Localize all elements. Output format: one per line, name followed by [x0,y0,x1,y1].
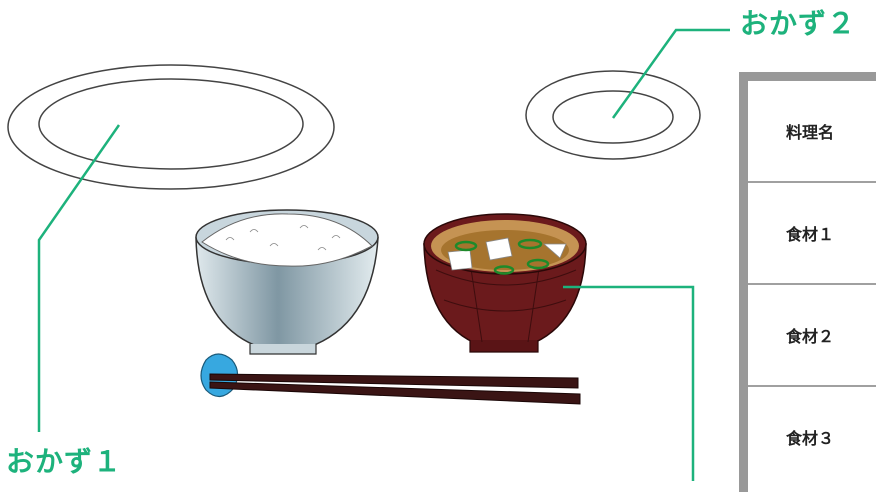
large-plate [8,65,334,189]
table-row-label: 料理名 [786,119,834,143]
callout-label-okazu2: おかず２ [740,10,856,38]
table-row-ingredient-2: 食材２ [748,285,876,387]
table-row-dish-name: 料理名 [748,81,876,183]
table-row-label: 食材１ [786,221,834,245]
callout-label-okazu1: おかず１ [6,448,122,476]
table-row-ingredient-3: 食材３ [748,387,876,487]
small-plate [526,71,700,159]
table-row-ingredient-1: 食材１ [748,183,876,285]
table-row-label: 食材２ [786,323,834,347]
rice-bowl [196,210,378,354]
table-row-label: 食材３ [786,425,834,449]
miso-soup-bowl [424,214,586,352]
recipe-table: 料理名 食材１ 食材２ 食材３ [739,72,876,492]
chopsticks [210,374,580,404]
callout-line-miso [563,287,693,481]
